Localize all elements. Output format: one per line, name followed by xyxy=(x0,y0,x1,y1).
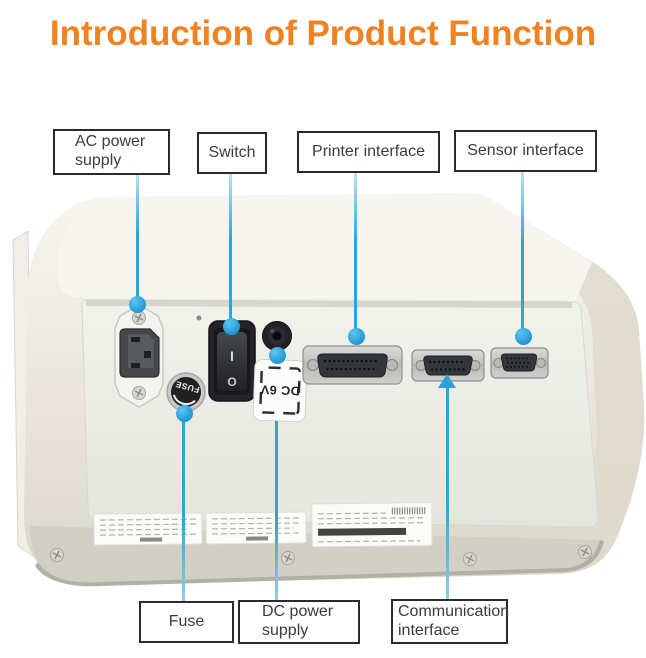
callout-dot-dc xyxy=(269,347,286,364)
label-box-switch: Switch xyxy=(197,132,267,174)
callout-dot-switch xyxy=(223,318,240,335)
panel-hole xyxy=(196,315,202,321)
base-screw-1 xyxy=(49,547,65,563)
switch-on-mark: I xyxy=(230,348,234,364)
ac-power-inlet xyxy=(114,304,164,408)
sensor-port xyxy=(490,347,549,379)
callout-dot-fuse xyxy=(176,405,193,422)
base-screw-4 xyxy=(577,544,593,560)
label-box-sensor-interface: Sensor interface xyxy=(454,130,597,172)
communication-port-db15 xyxy=(411,349,485,382)
callout-line-dc xyxy=(275,421,278,602)
power-switch: I O xyxy=(208,320,256,402)
base-screw-2 xyxy=(280,550,296,566)
label-box-fuse: Fuse xyxy=(139,601,234,643)
label-box-dc-power-supply: DC power supply xyxy=(238,600,360,644)
device-side-shade xyxy=(470,200,645,574)
rear-panel-top-shadow xyxy=(86,300,572,308)
ac-inlet-screw-top xyxy=(131,310,147,326)
label-box-printer-interface: Printer interface xyxy=(297,131,440,173)
callout-dot-sensor xyxy=(515,328,532,345)
sticker-2 xyxy=(205,511,307,545)
callout-line-ac xyxy=(136,174,139,306)
page-title: Introduction of Product Function xyxy=(49,14,597,53)
fuse-holder: FUSE xyxy=(166,372,206,412)
label-box-communication-interface: Communication interface xyxy=(391,599,509,644)
switch-off-mark: O xyxy=(227,375,236,389)
callout-line-switch xyxy=(229,174,232,320)
callout-line-sensor xyxy=(521,172,524,330)
callout-dot-ac xyxy=(129,296,146,313)
callout-line-fuse xyxy=(182,414,185,602)
dc-voltage-label: DC 6V xyxy=(252,358,308,423)
callout-arrow-comm xyxy=(438,374,456,388)
callout-line-printer xyxy=(354,173,357,330)
label-box-ac-power-supply: AC power supply xyxy=(53,129,170,175)
callout-dot-printer xyxy=(348,328,365,345)
base-screw-3 xyxy=(462,551,478,567)
device-base-edge xyxy=(35,540,604,587)
sticker-1 xyxy=(93,512,203,546)
callout-line-comm xyxy=(446,388,449,601)
device-top-face xyxy=(56,192,592,300)
dc-port-text: DC 6V xyxy=(260,382,300,397)
info-stickers xyxy=(93,502,433,548)
dc-power-jack xyxy=(262,321,292,351)
ac-inlet-screw-bottom xyxy=(131,385,147,401)
sticker-rating-label xyxy=(311,502,433,548)
printer-port-db25 xyxy=(302,345,403,385)
